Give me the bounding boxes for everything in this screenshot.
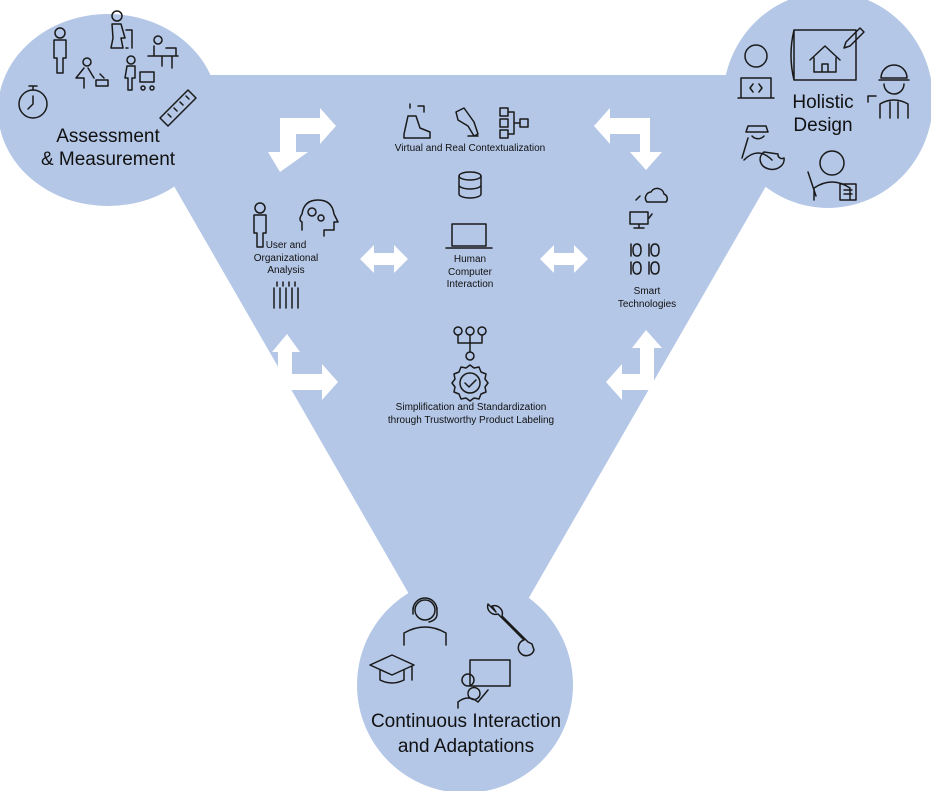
- support-headset-icon: [403, 597, 447, 646]
- teacher-icon: [807, 150, 857, 201]
- hci-label: Human Computer Interaction: [446, 254, 494, 290]
- arrow-bottom-right-icon: [606, 330, 662, 400]
- engineer-icon: [867, 64, 910, 119]
- hierarchy-icon: [499, 107, 529, 139]
- person-icon: [253, 202, 267, 248]
- programmer-icon: [737, 44, 775, 99]
- central-triangle: [110, 75, 830, 700]
- laptop-icon: [445, 223, 493, 249]
- simplification-label: Simplification and Standardization throu…: [387, 402, 555, 426]
- virtual-real-label: Virtual and Real Contextualization: [394, 143, 546, 154]
- arrow-left-mid-icon: [360, 245, 408, 273]
- robot-arm-icon: [455, 107, 479, 137]
- ruler-icon: [159, 89, 197, 127]
- smart-label: Smart Technologies: [617, 286, 677, 310]
- holistic-circle: [723, 0, 931, 208]
- person-stroller-icon: [124, 55, 155, 91]
- stopwatch-icon: [18, 85, 48, 119]
- vr-user-icon: [403, 103, 431, 139]
- continuous-label: Continuous Interaction and Adaptations: [370, 711, 562, 758]
- continuous-icons: [369, 597, 535, 709]
- inner-icons: [253, 103, 668, 402]
- person-standing-icon: [53, 27, 67, 74]
- wrench-icon: [486, 603, 535, 657]
- binary-icon: [630, 243, 660, 275]
- arrow-top-left-icon: [268, 108, 336, 172]
- certified-badge-icon: [451, 364, 489, 402]
- group-icon: [273, 281, 299, 309]
- assessment-icons: [18, 10, 197, 127]
- assessment-circle: [0, 14, 218, 206]
- database-icon: [458, 171, 482, 199]
- artist-icon: [741, 125, 785, 171]
- graduation-cap-icon: [369, 654, 415, 684]
- desk-worker-icon: [147, 35, 179, 69]
- user-org-label: User and Organizational Analysis: [253, 240, 319, 276]
- caregiver-child-icon: [75, 57, 109, 89]
- elderly-walker-icon: [110, 10, 133, 49]
- house-blueprint-icon: [790, 27, 865, 81]
- arrow-bottom-left-icon: [272, 334, 338, 400]
- assessment-label: Assessment & Measurement: [40, 126, 176, 170]
- presentation-icon: [457, 659, 511, 709]
- arrow-top-right-icon: [594, 108, 662, 170]
- cloud-monitor-icon: [629, 187, 668, 229]
- network-icon: [453, 326, 487, 361]
- head-gears-icon: [299, 199, 339, 237]
- holistic-label: Holistic Design: [792, 92, 854, 136]
- arrow-right-mid-icon: [540, 245, 588, 273]
- holistic-icons: [737, 27, 910, 201]
